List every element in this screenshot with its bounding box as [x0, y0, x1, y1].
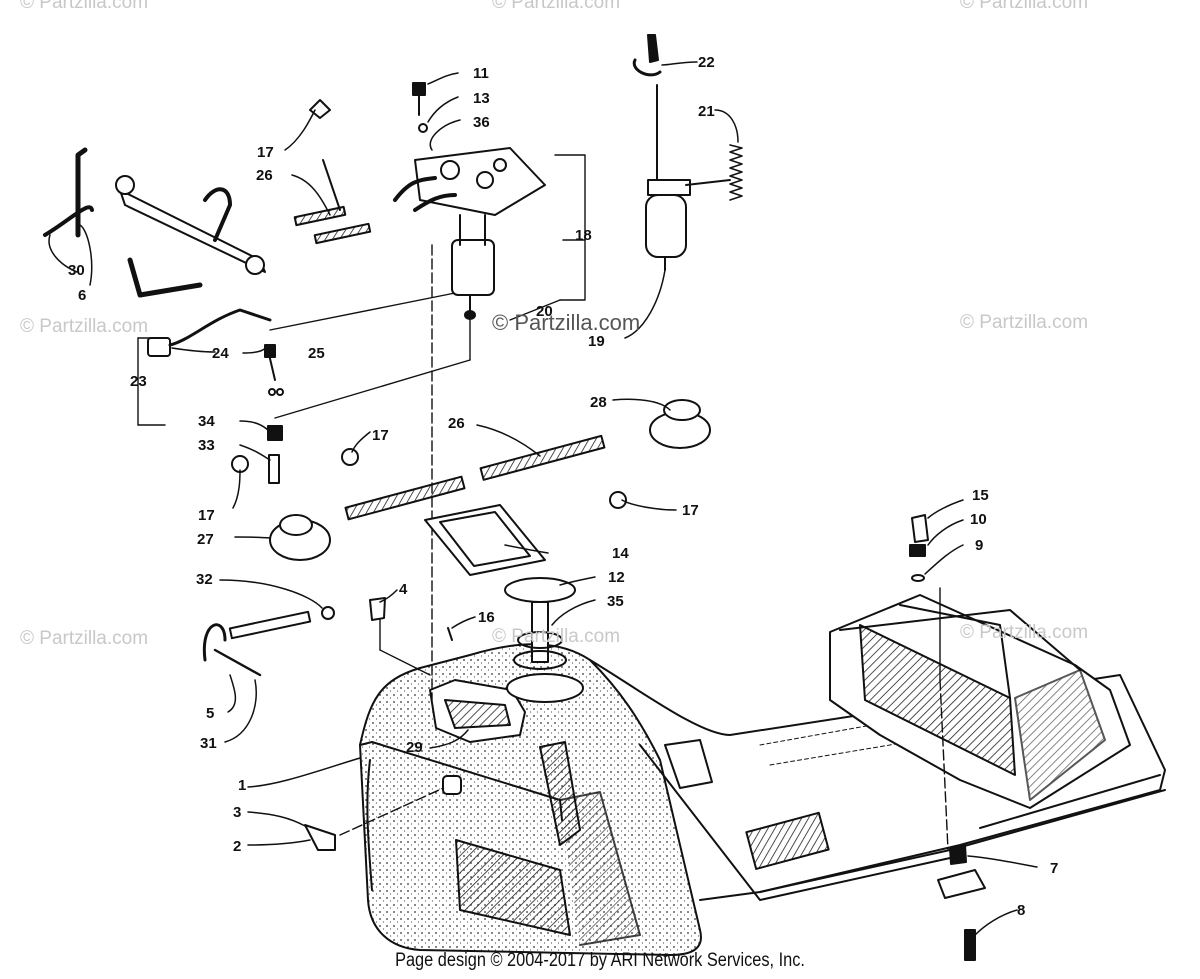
- callout-22: 22: [698, 54, 715, 71]
- callout-21: 21: [698, 103, 715, 120]
- callout-19: 19: [588, 333, 605, 350]
- callout-30: 30: [68, 262, 85, 279]
- callout-31: 31: [200, 735, 217, 752]
- callout-26-a: 26: [256, 167, 273, 184]
- callout-17-b: 17: [372, 427, 389, 444]
- callout-16: 16: [478, 609, 495, 626]
- callout-4: 4: [399, 581, 408, 598]
- watermark: © Partzilla.com: [20, 0, 149, 13]
- small-fittings: [202, 82, 986, 961]
- callout-17-c: 17: [198, 507, 215, 524]
- watermark: © Partzilla.com: [492, 310, 641, 335]
- callout-2: 2: [233, 838, 241, 855]
- watermark: © Partzilla.com: [960, 622, 1089, 643]
- callout-9: 9: [975, 537, 983, 554]
- callout-5: 5: [206, 705, 214, 722]
- callout-leaders: [48, 61, 1038, 936]
- callout-33: 33: [198, 437, 215, 454]
- electric-fuel-pump: [632, 34, 743, 271]
- tank-cap-gasket: [424, 504, 576, 670]
- callout-35: 35: [607, 593, 624, 610]
- callout-10: 10: [970, 511, 987, 528]
- fuel-tank: [359, 643, 702, 956]
- callout-26-b: 26: [448, 415, 465, 432]
- callout-17-a: 17: [257, 144, 274, 161]
- callout-28: 28: [590, 394, 607, 411]
- callout-12: 12: [608, 569, 625, 586]
- console-box: [829, 594, 1131, 809]
- callout-25: 25: [308, 345, 325, 362]
- callout-20: 20: [536, 303, 553, 320]
- callout-27: 27: [197, 531, 214, 548]
- callout-numbers: 1 2 3 4 5 6 7 8 9 10 11 12 13 14 15 16 1…: [68, 54, 1058, 919]
- callout-8: 8: [1017, 902, 1025, 919]
- fuel-rail: [43, 99, 457, 298]
- fuel-pump-assembly: [414, 147, 546, 320]
- callout-34: 34: [198, 413, 215, 430]
- watermark: © Partzilla.com: [960, 0, 1089, 13]
- callout-6: 6: [78, 287, 86, 304]
- callout-1: 1: [238, 777, 246, 794]
- callout-36: 36: [473, 114, 490, 131]
- callout-24: 24: [212, 345, 229, 362]
- watermark: © Partzilla.com: [492, 626, 621, 647]
- callout-17-d: 17: [682, 502, 699, 519]
- watermark: © Partzilla.com: [960, 312, 1089, 333]
- watermark: © Partzilla.com: [20, 628, 149, 649]
- callout-29: 29: [406, 739, 423, 756]
- callout-15: 15: [972, 487, 989, 504]
- callout-23: 23: [130, 373, 147, 390]
- footer-copyright: Page design © 2004-2017 by ARI Network S…: [395, 950, 805, 971]
- leader-lines: [137, 154, 949, 851]
- callout-3: 3: [233, 804, 241, 821]
- callout-7: 7: [1050, 860, 1058, 877]
- callout-18: 18: [575, 227, 592, 244]
- watermark: © Partzilla.com: [492, 0, 621, 13]
- wire-harness: [147, 308, 284, 396]
- callout-14: 14: [612, 545, 629, 562]
- callout-11: 11: [473, 65, 489, 82]
- callout-13: 13: [473, 90, 490, 107]
- watermark: © Partzilla.com: [20, 316, 149, 337]
- callout-32: 32: [196, 571, 213, 588]
